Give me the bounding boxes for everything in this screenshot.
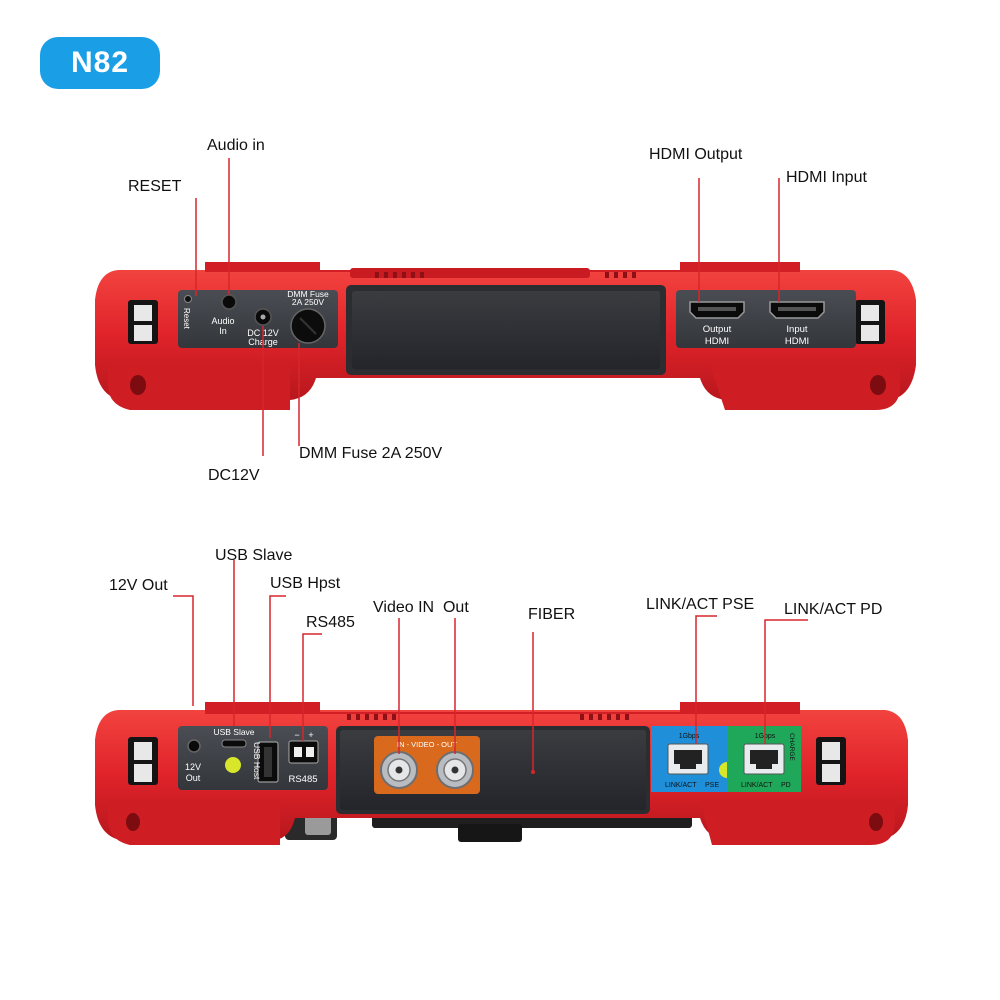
bottom-right-grip: [816, 737, 846, 785]
rs485-port-label: RS485: [288, 774, 317, 785]
model-badge: N82: [40, 37, 160, 89]
pse-rj45-port[interactable]: [667, 743, 709, 775]
link-pse-callout: LINK/ACT PSE: [646, 596, 754, 613]
pd-link-label: LINK/ACT: [741, 782, 773, 789]
out-12v-callout: 12V Out: [109, 577, 168, 594]
hdmi-output-callout: HDMI Output: [649, 146, 743, 163]
pse-speed-label: 1Gbps: [679, 733, 700, 740]
top-right-grip: [855, 300, 885, 344]
top-left-bumper: [108, 365, 290, 410]
bottom-left-grip: [128, 737, 158, 785]
out12-port-label-2: Out: [186, 773, 201, 783]
top-left-grip: [128, 300, 158, 344]
audio-port-label-1: Audio: [211, 316, 234, 326]
hdmi-input-port-label-1: Input: [786, 324, 807, 335]
hdmi-input-port-label-2: HDMI: [785, 336, 809, 347]
video-in-out-callout: Video IN Out: [373, 599, 469, 616]
top-device: Reset Audio In DC 12V Charge DMM Fuse 2A…: [95, 137, 916, 484]
usb-host-callout: USB Hpst: [270, 575, 341, 592]
hdmi-output-port-label-1: Output: [703, 324, 732, 335]
fuse-port-label-2: 2A 250V: [292, 297, 324, 307]
out-12v-jack[interactable]: [187, 739, 201, 753]
reset-port-label: Reset: [182, 308, 191, 330]
hdmi-input-callout: HDMI Input: [786, 169, 867, 186]
bottom-device: 12V Out USB Slave USB Host − + RS485 IN …: [95, 547, 908, 845]
rs485-terminal[interactable]: [288, 740, 319, 764]
video-port-label: IN - VIDEO - OUT: [397, 740, 457, 749]
audio-port-label-2: In: [219, 326, 227, 336]
pd-tag-label: PD: [781, 782, 791, 789]
fiber-callout: FIBER: [528, 606, 575, 623]
bottom-leader-lines: [173, 560, 808, 772]
usb-status-led: [225, 757, 241, 773]
reset-hole[interactable]: [184, 295, 192, 303]
hdmi-output-port-label-2: HDMI: [705, 336, 729, 347]
rs485-minus-label: −: [294, 730, 299, 740]
audio-in-jack[interactable]: [221, 294, 237, 310]
pd-rj45-port[interactable]: [743, 743, 785, 775]
hdmi-output-port[interactable]: [689, 301, 745, 319]
video-out-bnc[interactable]: [436, 751, 474, 789]
pse-tag-label: PSE: [705, 782, 719, 789]
out12-port-label-1: 12V: [185, 762, 201, 772]
usb-slave-port-label: USB Slave: [213, 727, 254, 737]
pd-charge-label: CHARGE: [788, 733, 795, 761]
top-right-bumper: [710, 365, 900, 410]
usb-slave-callout: USB Slave: [215, 547, 292, 564]
fuse-port-label-1: DMM Fuse: [287, 289, 329, 299]
link-pd-callout: LINK/ACT PD: [784, 601, 882, 618]
video-in-bnc[interactable]: [380, 751, 418, 789]
rs485-plus-label: +: [308, 730, 313, 740]
top-right-port-panel: [676, 290, 856, 348]
dmm-fuse-callout: DMM Fuse 2A 250V: [299, 445, 443, 462]
rs485-callout: RS485: [306, 614, 355, 631]
dc12v-callout: DC12V: [208, 467, 260, 484]
usb-slave-port[interactable]: [221, 739, 247, 748]
top-leader-lines: [195, 158, 780, 456]
usb-host-port-label: USB Host: [252, 742, 262, 780]
audio-in-callout: Audio in: [207, 137, 265, 154]
reset-callout: RESET: [128, 178, 182, 195]
pse-link-label: LINK/ACT: [665, 782, 697, 789]
hdmi-input-port[interactable]: [769, 301, 825, 319]
